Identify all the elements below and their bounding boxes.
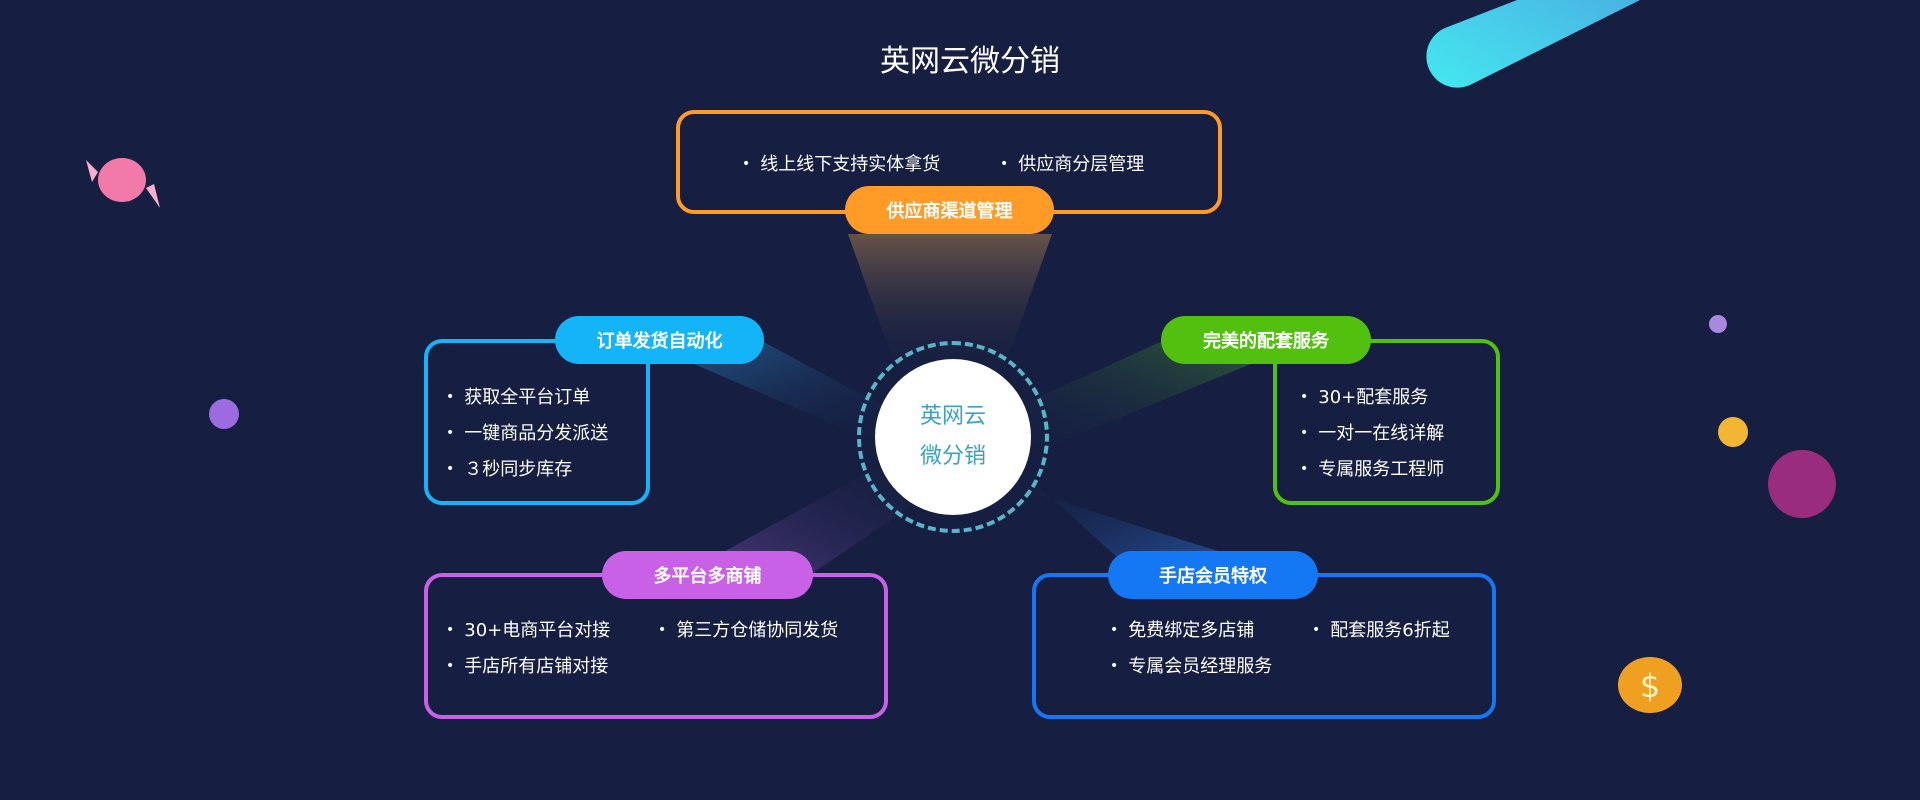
center-circle: 英网云 微分销 xyxy=(875,359,1031,515)
service-pill: 完美的配套服务 xyxy=(1161,316,1371,364)
list-item: 专属服务工程师 xyxy=(1300,455,1444,481)
ball-small-icon xyxy=(1709,315,1727,333)
beam-multi xyxy=(700,460,920,575)
list-item: 免费绑定多店铺 xyxy=(1110,616,1254,642)
center-line1: 英网云 xyxy=(919,404,986,429)
list-item: 配套服务6折起 xyxy=(1312,616,1449,642)
ball-purple-icon xyxy=(209,399,239,429)
svg-text:$: $ xyxy=(1640,667,1660,705)
list-item: 手店所有店铺对接 xyxy=(446,652,608,678)
coin-icon: $ xyxy=(1618,657,1682,713)
list-item: 获取全平台订单 xyxy=(446,383,590,409)
ball-magenta-icon xyxy=(1768,450,1836,518)
list-item: 供应商分层管理 xyxy=(1000,150,1144,176)
service-card xyxy=(1273,339,1500,505)
center-line2: 微分销 xyxy=(919,444,986,469)
beam-member xyxy=(1010,460,1230,560)
ball-gold-icon xyxy=(1718,417,1748,447)
list-item: 一键商品分发派送 xyxy=(446,419,608,445)
beam-service xyxy=(1010,340,1273,450)
list-item: 30+配套服务 xyxy=(1300,383,1428,409)
center-dashed-ring xyxy=(857,341,1049,533)
multi-pill: 多平台多商铺 xyxy=(602,551,813,599)
beam-order xyxy=(650,340,890,440)
list-item: 30+电商平台对接 xyxy=(446,616,610,642)
member-pill: 手店会员特权 xyxy=(1108,551,1318,599)
list-item: 专属会员经理服务 xyxy=(1110,652,1272,678)
order-pill: 订单发货自动化 xyxy=(555,316,764,364)
candy-icon xyxy=(86,158,160,208)
list-item: 线上线下支持实体拿货 xyxy=(742,150,940,176)
supplier-pill: 供应商渠道管理 xyxy=(845,186,1054,234)
order-card xyxy=(424,339,650,505)
list-item: ３秒同步库存 xyxy=(446,455,572,481)
list-item: 一对一在线详解 xyxy=(1300,419,1444,445)
page-title: 英网云微分销 xyxy=(880,44,1060,79)
cyan-streak xyxy=(1426,0,1640,88)
beam-supplier xyxy=(848,234,1052,380)
list-item: 第三方仓储协同发货 xyxy=(658,616,838,642)
